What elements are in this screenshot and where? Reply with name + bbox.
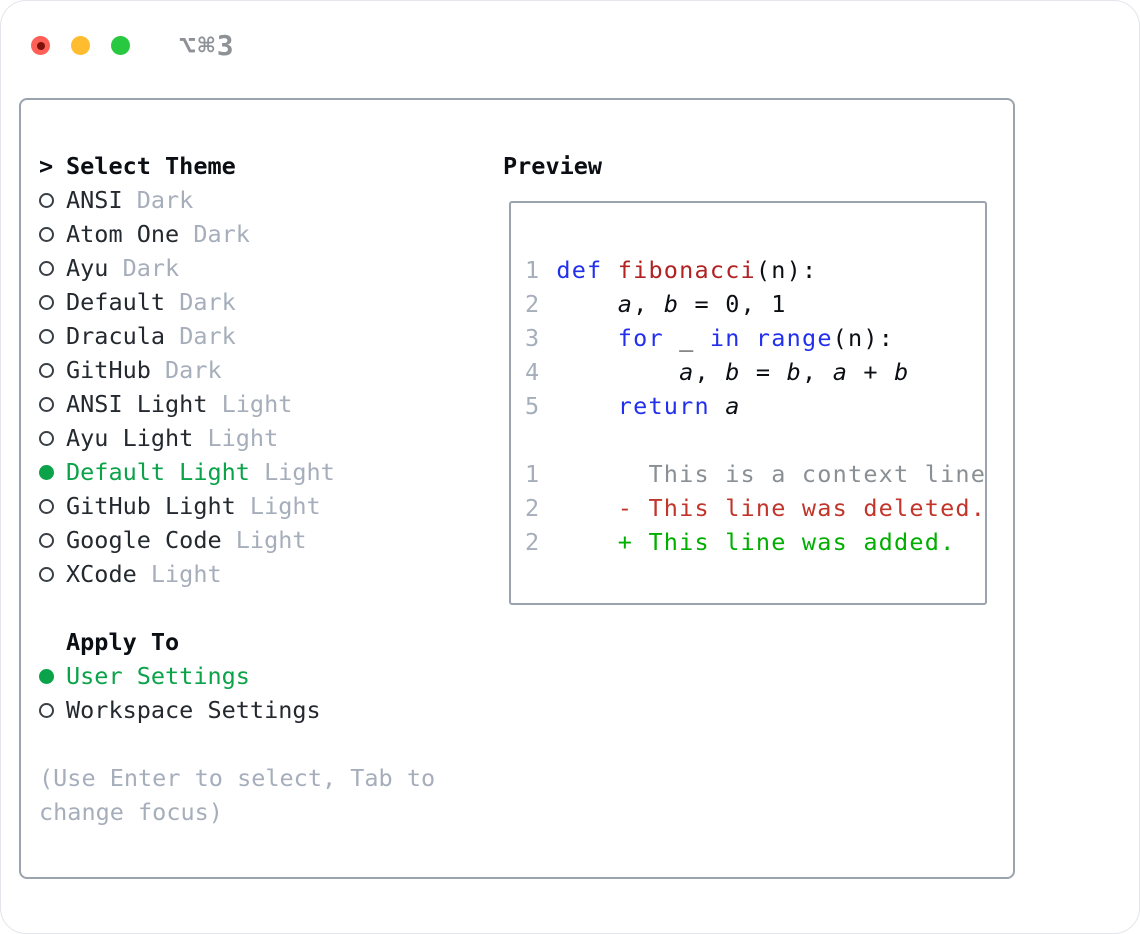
theme-variant: Light	[235, 526, 307, 554]
line-number: 2	[525, 290, 541, 318]
theme-name: XCode	[66, 560, 137, 588]
apply-to-option-label: User Settings	[66, 662, 250, 690]
radio-icon	[39, 396, 54, 412]
theme-name: Ayu Light	[66, 424, 194, 452]
zoom-button[interactable]	[111, 36, 130, 55]
theme-option[interactable]: GitHub Light Light	[39, 489, 335, 523]
theme-option[interactable]: Atom One Dark	[39, 217, 335, 251]
minimize-button[interactable]	[71, 36, 90, 55]
theme-name: Ayu	[66, 254, 109, 282]
titlebar: ⌥⌘3	[31, 29, 236, 62]
theme-name: ANSI Light	[66, 390, 208, 418]
apply-to-section: Apply To User Settings Workspace Setting…	[39, 625, 321, 727]
radio-icon	[39, 668, 54, 684]
radio-icon	[39, 532, 54, 548]
radio-icon	[39, 566, 54, 582]
theme-variant: Dark	[165, 356, 222, 384]
theme-selector-panel	[19, 98, 1015, 879]
line-number: 1	[525, 460, 541, 488]
code-line: 2 - This line was deleted.	[525, 494, 987, 522]
theme-name: Atom One	[66, 220, 180, 248]
theme-variant: Light	[264, 458, 335, 486]
theme-option[interactable]: GitHub Dark	[39, 353, 335, 387]
line-number: 2	[525, 494, 541, 522]
theme-variant: Dark	[193, 220, 250, 248]
apply-to-option[interactable]: User Settings	[39, 659, 321, 693]
apply-to-title: Apply To	[66, 628, 180, 656]
theme-option[interactable]: Google Code Light	[39, 523, 335, 557]
theme-variant: Dark	[179, 288, 236, 316]
selection-chevron-icon: >	[39, 152, 54, 180]
line-number: 3	[525, 324, 541, 352]
line-number: 2	[525, 528, 541, 556]
code-line: 2 + This line was added.	[525, 528, 956, 556]
radio-icon	[39, 362, 54, 378]
radio-icon	[39, 192, 54, 208]
window-title: ⌥⌘3	[179, 29, 236, 62]
theme-name: Default Light	[66, 458, 250, 486]
line-number: 5	[525, 392, 541, 420]
theme-option[interactable]: ANSI Light Light	[39, 387, 335, 421]
radio-icon	[39, 498, 54, 514]
code-line	[525, 423, 977, 457]
preview-title: Preview	[503, 152, 603, 180]
code-line: 3 for _ in range(n):	[525, 324, 895, 352]
code-line: 1 This is a context line.	[525, 460, 987, 488]
theme-option[interactable]: Default Light Light	[39, 455, 335, 489]
radio-icon	[39, 328, 54, 344]
theme-name: Google Code	[66, 526, 222, 554]
radio-icon	[39, 702, 54, 718]
theme-name: Dracula	[66, 322, 166, 350]
radio-icon	[39, 430, 54, 446]
theme-option[interactable]: Ayu Dark	[39, 251, 335, 285]
theme-variant: Light	[249, 492, 321, 520]
theme-list-title: Select Theme	[66, 152, 236, 180]
theme-variant: Light	[221, 390, 293, 418]
apply-to-option[interactable]: Workspace Settings	[39, 693, 321, 727]
theme-variant: Dark	[136, 186, 194, 214]
theme-variant: Light	[207, 424, 279, 452]
apply-to-header: Apply To	[39, 625, 321, 659]
line-number: 4	[525, 358, 541, 386]
apply-to-option-label: Workspace Settings	[66, 696, 321, 724]
theme-option[interactable]: Default Dark	[39, 285, 335, 319]
theme-name: ANSI	[66, 186, 123, 214]
theme-variant: Dark	[122, 254, 180, 282]
theme-name: Default	[66, 288, 166, 316]
radio-icon	[39, 260, 54, 276]
theme-name: GitHub Light	[66, 492, 236, 520]
theme-variant: Dark	[179, 322, 236, 350]
theme-list-header: > Select Theme	[39, 149, 335, 183]
theme-option[interactable]: XCode Light	[39, 557, 335, 591]
theme-name: GitHub	[66, 356, 151, 384]
close-button[interactable]	[31, 36, 50, 55]
theme-option[interactable]: ANSI Dark	[39, 183, 335, 217]
code-line: 5 return a	[525, 392, 741, 420]
theme-option[interactable]: Ayu Light Light	[39, 421, 335, 455]
radio-icon	[39, 226, 54, 242]
radio-icon	[39, 464, 54, 480]
line-number: 1	[525, 256, 541, 284]
radio-icon	[39, 294, 54, 310]
theme-list: > Select Theme ANSI Dark Atom One Dark	[39, 149, 335, 591]
code-line: 2 a, b = 0, 1	[525, 290, 787, 318]
code-line: 4 a, b = b, a + b	[525, 358, 910, 386]
theme-option[interactable]: Dracula Dark	[39, 319, 335, 353]
theme-variant: Light	[150, 560, 222, 588]
